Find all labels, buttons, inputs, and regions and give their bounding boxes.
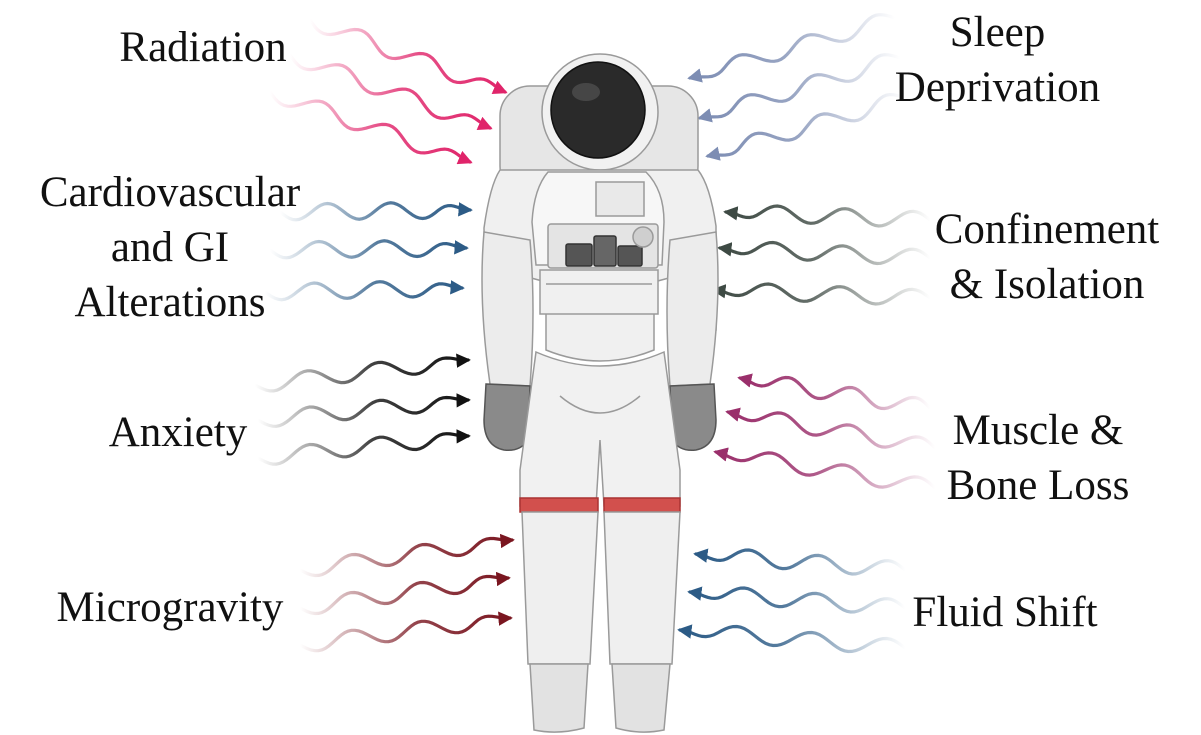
label-muscle-line-2: Bone Loss: [918, 458, 1158, 513]
label-cardio-line-3: Alterations: [10, 275, 330, 330]
confinement-arrow-1: [726, 206, 930, 226]
microgravity-arrow-1: [300, 539, 512, 576]
microgravity-arrow-3: [300, 616, 510, 651]
label-fluid-shift: Fluid Shift: [890, 585, 1120, 640]
label-microgravity: Microgravity: [30, 580, 310, 635]
muscle-bone-arrow-2: [728, 412, 935, 448]
label-sleep-line-1: Sleep: [870, 5, 1125, 60]
label-cardio-line-2: and GI: [10, 220, 330, 275]
label-confinement-line-2: & Isolation: [912, 257, 1182, 312]
label-cardio-line-1: Cardiovascular: [10, 165, 330, 220]
label-radiation: Radiation: [98, 20, 308, 75]
anxiety-arrow-3: [258, 434, 468, 464]
fluid-shift-arrow-3: [680, 627, 905, 652]
label-fluid-line: Fluid Shift: [890, 585, 1120, 640]
label-microgravity-line: Microgravity: [30, 580, 310, 635]
radiation-arrow-2: [290, 55, 490, 128]
label-sleep-deprivation: Sleep Deprivation: [870, 5, 1125, 115]
confinement-arrow-2: [720, 243, 930, 264]
fluid-shift-arrow-1: [696, 550, 905, 574]
fluid-shift-arrow-2: [690, 588, 905, 612]
label-cardiovascular-gi: Cardiovascular and GI Alterations: [10, 165, 330, 330]
label-radiation-line: Radiation: [98, 20, 308, 75]
radiation-arrow-1: [310, 20, 505, 92]
radiation-arrow-3: [270, 92, 470, 162]
confinement-arrow-3: [714, 284, 930, 304]
muscle-bone-arrow-3: [716, 452, 935, 488]
anxiety-arrow-1: [255, 358, 468, 391]
microgravity-arrow-2: [300, 577, 508, 614]
label-muscle-line-1: Muscle &: [918, 403, 1158, 458]
label-anxiety-line: Anxiety: [88, 405, 268, 460]
label-muscle-bone-loss: Muscle & Bone Loss: [918, 403, 1158, 513]
muscle-bone-arrow-1: [740, 378, 930, 409]
anxiety-arrow-2: [258, 398, 468, 427]
label-confinement-isolation: Confinement & Isolation: [912, 202, 1182, 312]
label-anxiety: Anxiety: [88, 405, 268, 460]
label-confinement-line-1: Confinement: [912, 202, 1182, 257]
sleep-arrow-1: [690, 15, 895, 78]
label-sleep-line-2: Deprivation: [870, 60, 1125, 115]
